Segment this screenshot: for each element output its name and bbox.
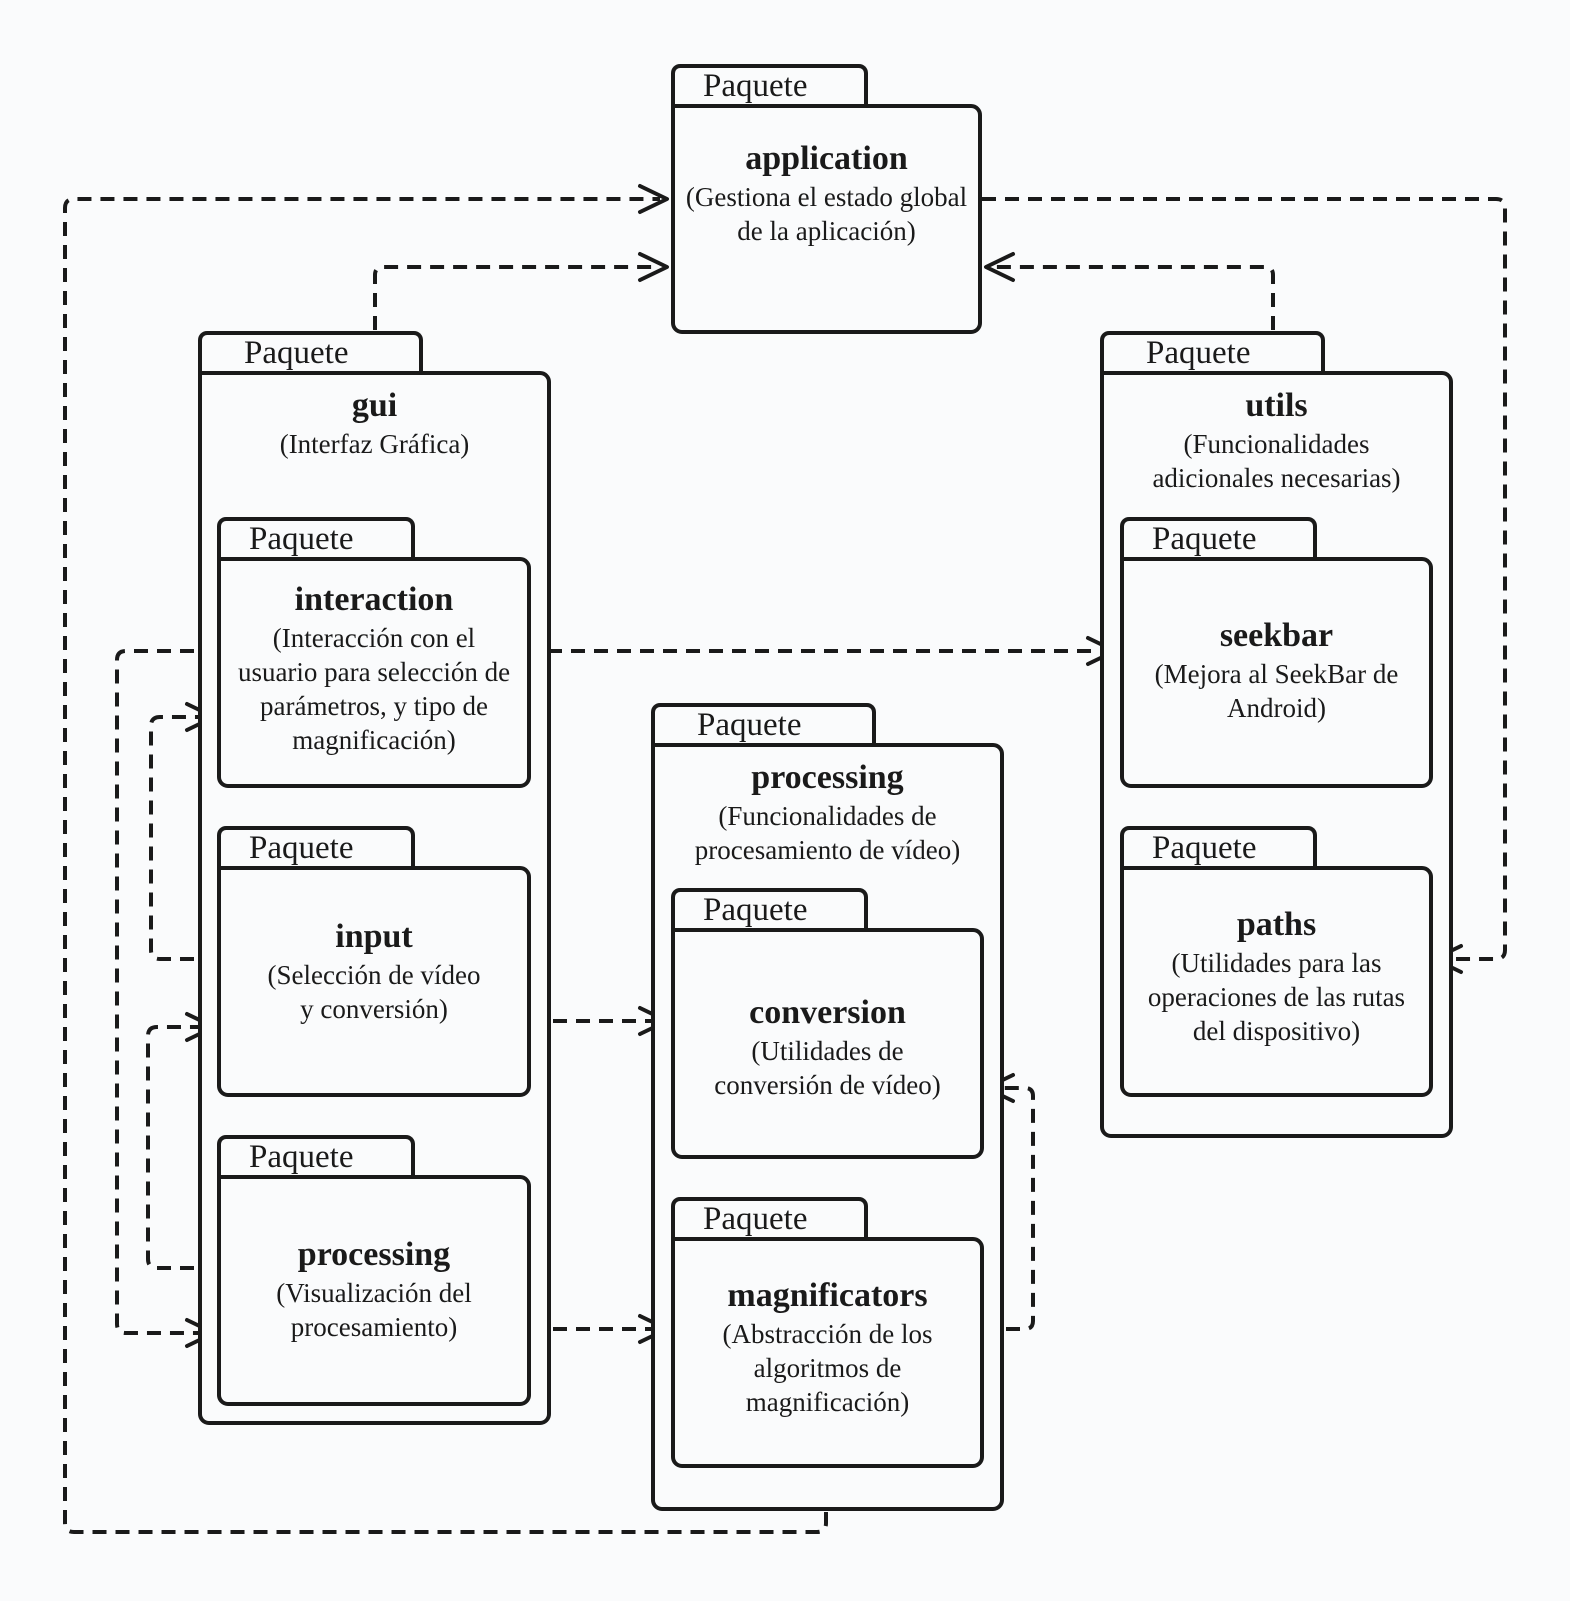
package-description: (Interfaz Gráfica) <box>279 429 470 459</box>
arrowhead-application-gui <box>638 184 669 214</box>
package-tab-label: Paquete <box>671 888 868 930</box>
package-tab-label: Paquete <box>1100 331 1325 373</box>
package-name: processing <box>751 759 904 796</box>
dependency-application-to-paths <box>982 197 1507 961</box>
package-name: paths <box>1236 906 1317 943</box>
package-seekbar: Paquete seekbar (Mejora al SeekBar de An… <box>1120 517 1433 788</box>
package-name: gui <box>351 387 398 424</box>
package-name: processing <box>297 1236 451 1273</box>
package-name: utils <box>1245 387 1308 424</box>
dependency-interaction-to-gui-processing <box>115 649 217 1335</box>
package-description: (Abstracción de los algoritmos de magnif… <box>722 1319 933 1417</box>
package-tab-label: Paquete <box>671 64 868 106</box>
package-description: (Visualización del procesamiento) <box>276 1278 472 1342</box>
package-name: interaction <box>294 581 454 618</box>
package-name: magnificators <box>727 1277 928 1314</box>
dependency-gui-to-application <box>373 265 660 330</box>
package-description: (Funcionalidades de procesamiento de víd… <box>694 801 961 865</box>
package-paths: Paquete paths (Utilidades para las opera… <box>1120 826 1433 1097</box>
package-tab-label: Paquete <box>217 826 415 868</box>
package-tab-label: Paquete <box>1120 826 1317 868</box>
dependency-input-to-interaction <box>149 715 217 961</box>
package-description: (Funcionalidades adicionales necesarias) <box>1152 429 1401 493</box>
package-interaction: Paquete interaction (Interacción con el … <box>217 517 531 788</box>
package-name: input <box>335 918 413 955</box>
package-description: (Interacción con el usuario para selecci… <box>237 623 511 755</box>
package-description: (Utilidades para las operaciones de las … <box>1147 948 1406 1046</box>
dependency-utils-to-application <box>988 265 1275 330</box>
package-conversion: Paquete conversion (Utilidades de conver… <box>671 888 984 1159</box>
package-tab-label: Paquete <box>651 703 876 745</box>
package-tab-label: Paquete <box>198 331 423 373</box>
dependency-magnificators-to-conversion <box>983 1086 1035 1331</box>
package-name: conversion <box>749 994 906 1031</box>
package-name: seekbar <box>1219 617 1334 654</box>
package-gui-processing: Paquete processing (Visualización del pr… <box>217 1135 531 1406</box>
package-application: Paquete application (Gestiona el estado … <box>671 64 982 334</box>
arrowhead-application-utils <box>984 252 1015 282</box>
package-tab-label: Paquete <box>217 517 415 559</box>
package-magnificators: Paquete magnificators (Abstracción de lo… <box>671 1197 984 1468</box>
package-description: (Utilidades de conversión de vídeo) <box>714 1036 941 1100</box>
package-tab-label: Paquete <box>671 1197 868 1239</box>
package-input: Paquete input (Selección de vídeo y conv… <box>217 826 531 1097</box>
arrowhead-application-left <box>638 252 669 282</box>
package-tab-label: Paquete <box>217 1135 415 1177</box>
package-description: (Gestiona el estado global de la aplicac… <box>685 182 968 246</box>
dependency-gui-processing-to-input <box>146 1025 217 1270</box>
package-description: (Selección de vídeo y conversión) <box>267 960 481 1024</box>
package-name: application <box>745 140 908 177</box>
dependency-magnificators-to-application <box>63 197 828 1534</box>
package-tab-label: Paquete <box>1120 517 1317 559</box>
package-description: (Mejora al SeekBar de Android) <box>1154 659 1399 723</box>
